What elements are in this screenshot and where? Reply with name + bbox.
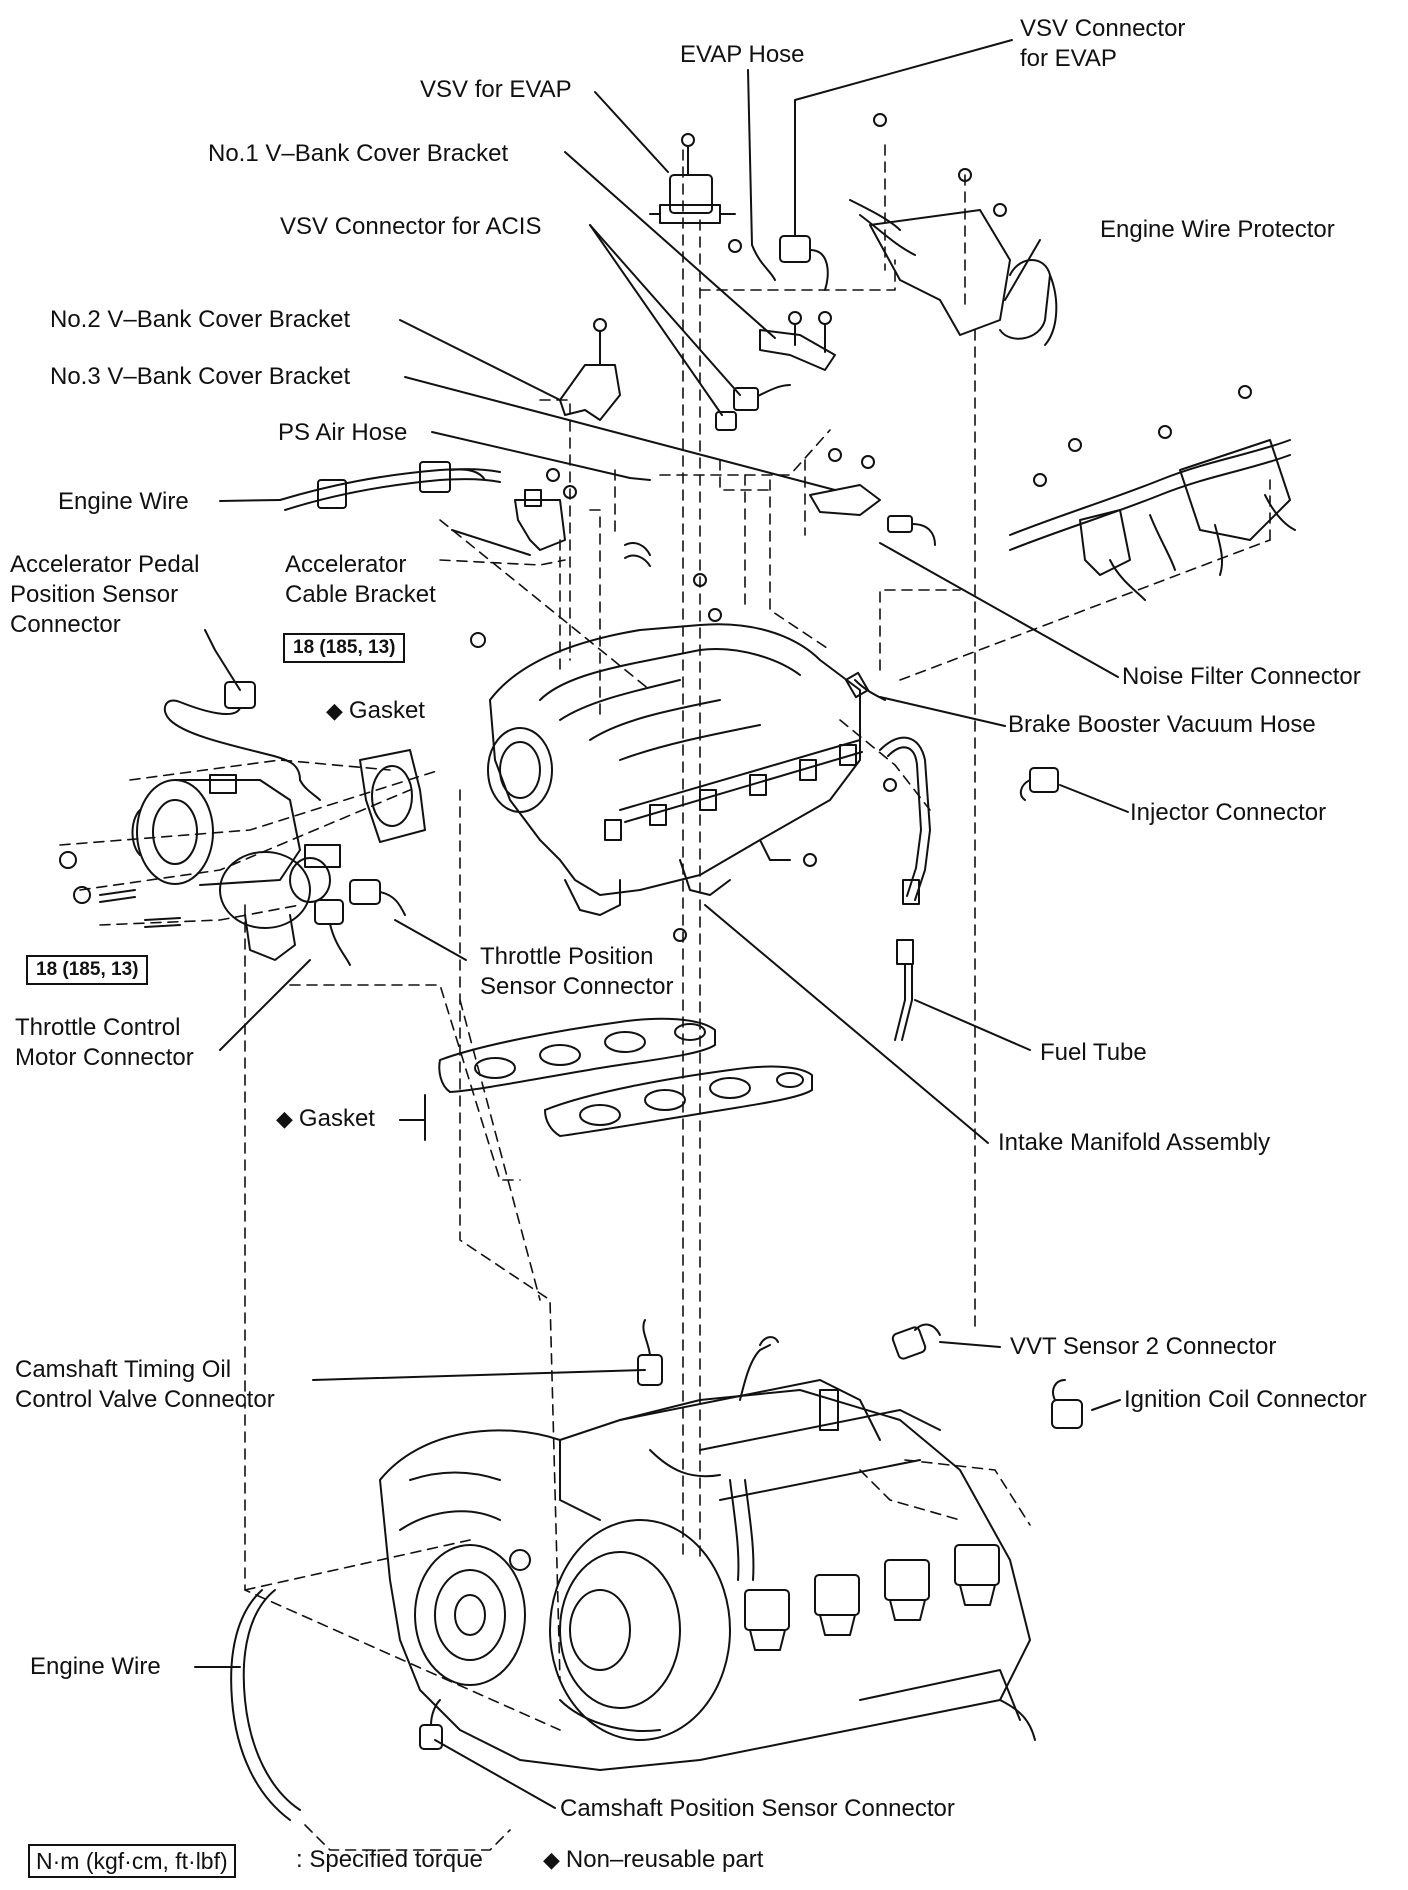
label-engine-wire-protector: Engine Wire Protector bbox=[1100, 216, 1335, 243]
throttle-body bbox=[131, 774, 341, 961]
label-brake-booster-vacuum-hose: Brake Booster Vacuum Hose bbox=[1008, 711, 1316, 738]
label-no2-vbank-cover-bracket: No.2 V–Bank Cover Bracket bbox=[50, 306, 351, 333]
torque-spec-upper: 18 (185, 13) bbox=[283, 633, 406, 663]
no2-vbank-bracket bbox=[559, 318, 621, 421]
label-accelerator-cable-bracket: Accelerator Cable Bracket bbox=[285, 551, 436, 608]
fuel-tube bbox=[879, 736, 931, 1041]
nonreusable-diamond-icon: ◆ bbox=[276, 1106, 293, 1131]
label-accelerator-pedal-sensor-connector: Accelerator Pedal Position Sensor Connec… bbox=[10, 551, 200, 638]
label-vsv-connector-evap: VSV Connector for EVAP bbox=[1020, 15, 1186, 72]
label-throttle-position-sensor-connector: Throttle Position Sensor Connector bbox=[480, 943, 674, 1000]
nonreusable-diamond-icon: ◆ bbox=[326, 698, 343, 723]
label-camshaft-timing-oil-control-valve-connector: Camshaft Timing Oil Control Valve Connec… bbox=[15, 1356, 275, 1413]
no1-vbank-bracket bbox=[759, 311, 836, 371]
vsv-evap-connector bbox=[751, 235, 829, 291]
brake-booster-hose bbox=[844, 671, 886, 701]
label-throttle-control-motor-connector: Throttle Control Motor Connector bbox=[15, 1014, 194, 1071]
label-engine-wire-top: Engine Wire bbox=[58, 488, 189, 515]
label-injector-connector: Injector Connector bbox=[1130, 799, 1327, 826]
label-gasket-manifold: ◆Gasket bbox=[276, 1105, 375, 1132]
label-ps-air-hose: PS Air Hose bbox=[278, 419, 408, 446]
throttle-fasteners bbox=[59, 632, 486, 928]
intake-manifold bbox=[487, 573, 897, 942]
vsv-acis-connector bbox=[715, 384, 791, 431]
leader-lines bbox=[194, 39, 1129, 1809]
legend-nonreusable: ◆Non–reusable part bbox=[543, 1846, 764, 1873]
vvt-sensor-connector bbox=[891, 1323, 941, 1360]
label-intake-manifold-assembly: Intake Manifold Assembly bbox=[998, 1129, 1271, 1156]
vsv-evap-part bbox=[649, 133, 742, 253]
label-no1-vbank-cover-bracket: No.1 V–Bank Cover Bracket bbox=[208, 140, 509, 167]
alignment-lines bbox=[59, 144, 1271, 1851]
label-gasket-throttle: ◆Gasket bbox=[326, 697, 425, 724]
label-fuel-tube: Fuel Tube bbox=[1040, 1039, 1147, 1066]
ignition-coil-connector bbox=[1051, 1379, 1083, 1429]
noise-filter-connector bbox=[809, 448, 936, 546]
throttle-gasket bbox=[359, 749, 426, 843]
injector-connector bbox=[1019, 767, 1059, 801]
legend: N·m (kgf·cm, ft·lbf) : Specified torque … bbox=[28, 1844, 808, 1878]
engine-wire-protector bbox=[849, 113, 1058, 346]
legend-torque-unit: N·m (kgf·cm, ft·lbf) bbox=[28, 1844, 236, 1878]
label-evap-hose: EVAP Hose bbox=[680, 41, 805, 68]
accelerator-pedal-sensor-harness bbox=[163, 681, 321, 801]
label-vvt-sensor-2-connector: VVT Sensor 2 Connector bbox=[1010, 1333, 1277, 1360]
throttle-position-connector bbox=[349, 879, 406, 916]
label-noise-filter-connector: Noise Filter Connector bbox=[1122, 663, 1361, 690]
camshaft-timing-connector bbox=[637, 1319, 663, 1386]
throttle-control-connector bbox=[314, 899, 351, 966]
label-camshaft-position-sensor-connector: Camshaft Position Sensor Connector bbox=[560, 1795, 955, 1822]
engine-wire-bottom bbox=[230, 1589, 301, 1821]
torque-spec-lower: 18 (185, 13) bbox=[26, 955, 149, 985]
ps-air-hose bbox=[624, 542, 651, 567]
engine-wire-harness-right bbox=[1009, 385, 1296, 601]
label-no3-vbank-cover-bracket: No.3 V–Bank Cover Bracket bbox=[50, 363, 351, 390]
accelerator-cable-bracket bbox=[514, 468, 577, 551]
nonreusable-diamond-icon: ◆ bbox=[543, 1847, 560, 1872]
label-ignition-coil-connector: Ignition Coil Connector bbox=[1124, 1386, 1367, 1413]
engine-wire-top bbox=[279, 461, 501, 511]
manifold-gaskets bbox=[438, 1017, 813, 1137]
legend-torque-desc: : Specified torque bbox=[296, 1846, 483, 1873]
label-engine-wire-bottom: Engine Wire bbox=[30, 1653, 161, 1680]
label-vsv-for-evap: VSV for EVAP bbox=[420, 76, 572, 103]
camshaft-position-connector bbox=[419, 1699, 443, 1750]
engine-block bbox=[379, 1336, 1036, 1771]
label-vsv-connector-acis: VSV Connector for ACIS bbox=[280, 213, 542, 240]
